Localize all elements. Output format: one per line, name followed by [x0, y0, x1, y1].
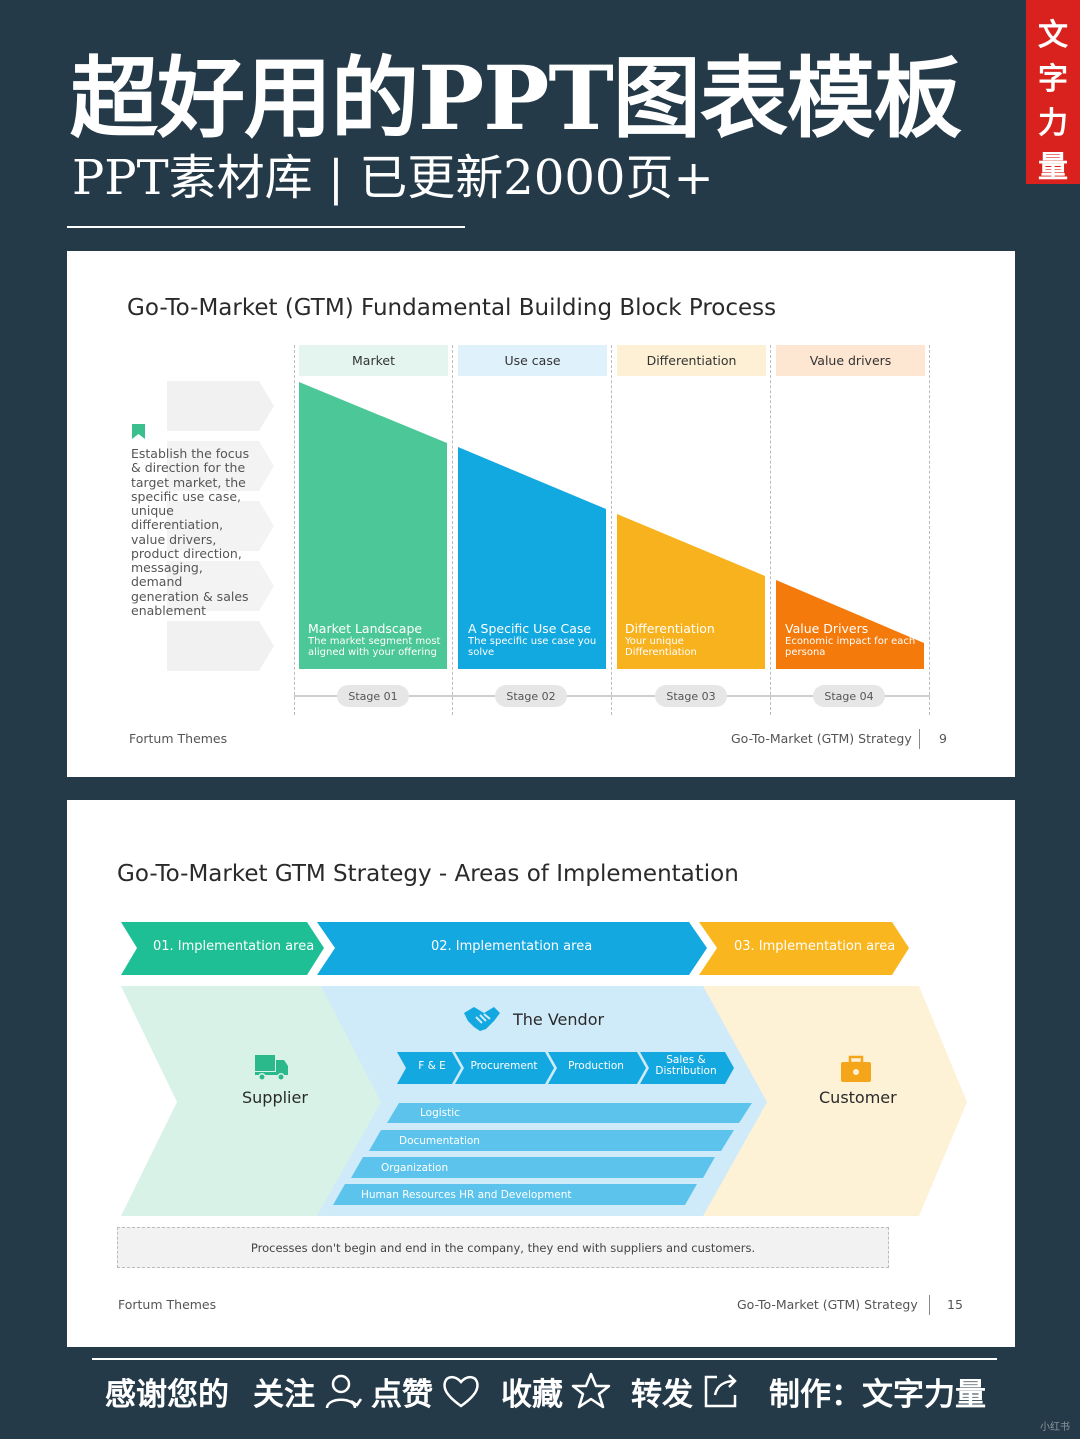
column-header-market: Market [299, 345, 448, 376]
stage-pill: Stage 01 [337, 685, 409, 707]
page-number: 15 [947, 1297, 963, 1312]
collect-text[interactable]: 收藏 [501, 1376, 563, 1413]
use-case-desc: The specific use case you solve [468, 635, 597, 659]
author-tag: 文 字 力 量 [1026, 0, 1080, 185]
triangle-market [299, 382, 447, 669]
star-icon[interactable] [571, 1371, 611, 1411]
triangle-use-case [458, 447, 606, 669]
slide1-graphics [132, 381, 924, 671]
tag-char: 力 [1038, 106, 1068, 141]
market-title: Market Landscape [308, 621, 423, 636]
column-divider [294, 345, 295, 715]
footer-brand: Fortum Themes [129, 731, 228, 746]
bar-label: Logistic [420, 1107, 460, 1119]
area-label-3: 03. Implementation area [734, 939, 896, 954]
vendor-label: The Vendor [513, 1010, 605, 1029]
tab-chevron [640, 1052, 734, 1084]
area-arrow-2 [317, 922, 707, 975]
column-divider [770, 345, 771, 715]
header-divider [67, 226, 465, 228]
left-chevrons [167, 381, 274, 671]
use-case-label: A Specific Use Case The specific use cas… [468, 622, 603, 659]
page-subtitle: PPT素材库 | 已更新2000页+ [72, 150, 714, 206]
column-divider [929, 345, 930, 715]
column-header-value-drivers: Value drivers [776, 345, 925, 376]
vendor-bar [387, 1103, 752, 1123]
supplier-label: Supplier [242, 1088, 308, 1107]
share-icon[interactable] [701, 1371, 741, 1411]
footer-separator [919, 729, 920, 749]
slide-gtm-building-blocks: Go-To-Market (GTM) Fundamental Building … [67, 251, 1015, 777]
briefcase-icon [841, 1055, 871, 1082]
watermark: 小红书 [1040, 1422, 1070, 1433]
thanks-bar: 感谢您的 关注 点赞 收藏 转发 制作：文字力量 [105, 1366, 986, 1416]
value-drivers-title: Value Drivers [785, 621, 869, 636]
footer-divider [92, 1358, 997, 1360]
customer-label: Customer [819, 1088, 897, 1107]
footer-separator [929, 1295, 930, 1315]
differentiation-title: Differentiation [625, 621, 715, 636]
tab-label: F & E [418, 1060, 446, 1072]
footer-brand: Fortum Themes [118, 1297, 217, 1312]
stage-pill: Stage 02 [495, 685, 567, 707]
column-header-differentiation: Differentiation [617, 345, 766, 376]
share-text[interactable]: 转发 [631, 1376, 693, 1413]
supplier-chevron [121, 986, 385, 1216]
tab-label: Sales & Distribution [655, 1054, 717, 1078]
tab-label: Production [568, 1060, 624, 1072]
value-drivers-desc: Economic impact for each persona [785, 635, 916, 659]
area-arrow-1 [121, 922, 324, 975]
stage-line [294, 695, 930, 697]
like-text[interactable]: 点赞 [371, 1376, 433, 1413]
heart-icon[interactable] [441, 1371, 481, 1411]
area-label-2: 02. Implementation area [431, 939, 593, 954]
market-desc: The market segment most aligned with you… [308, 635, 441, 659]
column-header-use-case: Use case [458, 345, 607, 376]
bar-label: Organization [381, 1162, 449, 1174]
customer-chevron [701, 986, 967, 1216]
page-number: 9 [939, 731, 947, 746]
tag-char: 字 [1038, 62, 1068, 97]
follow-text[interactable]: 关注 [253, 1376, 315, 1413]
differentiation-desc: Your unique Differentiation [625, 635, 697, 659]
tab-chevron [455, 1052, 554, 1084]
area-label-1: 01. Implementation area [153, 939, 315, 954]
thanks-text: 感谢您的 [105, 1376, 229, 1413]
stage-pill: Stage 04 [813, 685, 885, 707]
slide2-graphics [121, 922, 967, 1216]
market-label: Market Landscape The market segment most… [308, 622, 443, 659]
vendor-bar [351, 1157, 715, 1178]
truck-icon [255, 1055, 288, 1081]
triangle-value-drivers [776, 580, 924, 669]
page-title: 超好用的PPT图表模板 [70, 46, 962, 150]
tab-chevron [397, 1052, 461, 1084]
made-by-text: 制作：文字力量 [769, 1376, 986, 1413]
column-divider [452, 345, 453, 715]
stage-pill: Stage 03 [655, 685, 727, 707]
bar-label: Documentation [399, 1135, 480, 1147]
slide-title: Go-To-Market GTM Strategy - Areas of Imp… [117, 861, 739, 887]
left-description: Establish the focus & direction for the … [131, 446, 250, 618]
tab-label: Procurement [470, 1060, 538, 1072]
vendor-bar [369, 1130, 734, 1151]
column-divider [611, 345, 612, 715]
person-icon[interactable] [323, 1371, 363, 1411]
tag-char: 量 [1038, 150, 1068, 185]
vendor-bar [333, 1184, 697, 1205]
slide-title: Go-To-Market (GTM) Fundamental Building … [127, 295, 777, 321]
handshake-icon [464, 1007, 500, 1031]
slide-gtm-implementation: Go-To-Market GTM Strategy - Areas of Imp… [67, 800, 1015, 1347]
bar-label: Human Resources HR and Development [361, 1189, 572, 1201]
tag-char: 文 [1038, 18, 1068, 53]
footer-section: Go-To-Market (GTM) Strategy [737, 1297, 918, 1312]
use-case-title: A Specific Use Case [468, 621, 592, 636]
tab-chevron [548, 1052, 646, 1084]
area-arrow-3 [699, 922, 909, 975]
bookmark-icon [132, 424, 145, 439]
differentiation-label: Differentiation Your unique Differentiat… [625, 622, 720, 659]
value-drivers-label: Value Drivers Economic impact for each p… [785, 622, 920, 659]
footer-section: Go-To-Market (GTM) Strategy [731, 731, 912, 746]
triangle-differentiation [617, 514, 765, 669]
process-note: Processes don't begin and end in the com… [117, 1227, 889, 1268]
